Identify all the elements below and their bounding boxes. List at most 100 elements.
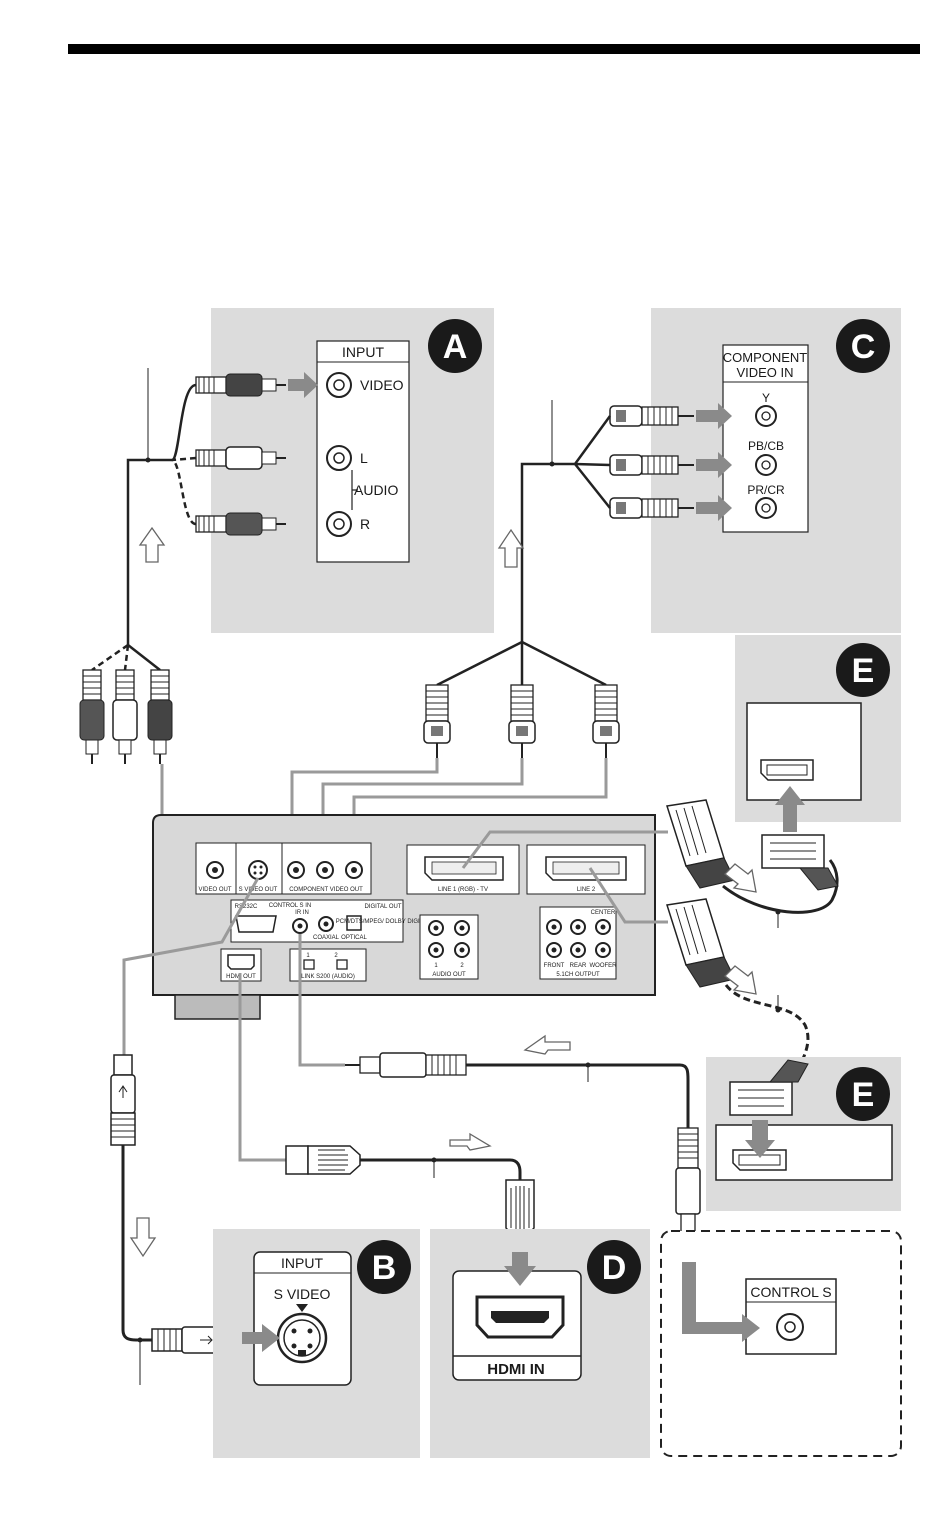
- label-rear: REAR: [570, 963, 587, 969]
- triangle-marker-icon: [296, 1304, 308, 1312]
- label-audio-a: AUDIO: [354, 482, 398, 498]
- panel-c-title-2: VIDEO IN: [736, 365, 793, 380]
- badge-b-letter: B: [372, 1249, 397, 1287]
- label-control-s-in: CONTROL S IN: [269, 903, 311, 909]
- mini-plug-vertical: [675, 1127, 701, 1250]
- hdmi-cable: [360, 1158, 522, 1180]
- scart-cable-e-lower: [724, 984, 810, 1066]
- rs232c-port: [235, 915, 277, 933]
- rca-plug-video-a: [195, 373, 286, 397]
- label-s-link-1: 1: [306, 953, 310, 959]
- component-vertical-plug-1: [423, 684, 451, 758]
- component-vertical-plug-2: [508, 684, 536, 758]
- gray-line-hdmi: [238, 973, 286, 1162]
- scart-plug-e-upper: [761, 834, 839, 891]
- arrow-to-y: [696, 403, 732, 429]
- label-video-a: VIDEO: [360, 377, 404, 393]
- panel-e-upper: E: [735, 635, 901, 832]
- label-pcm-dts: PCM/DTS/MPEG/ DOLBY DIGITAL: [336, 919, 431, 925]
- audio-r-jack-a: [326, 511, 352, 537]
- control-s-in-jack: [292, 918, 308, 934]
- s-link-ports: [303, 959, 348, 970]
- label-component-video-out: COMPONENT VIDEO OUT: [289, 887, 363, 893]
- panel-a: A INPUT VIDEO L R AUDIO: [195, 308, 494, 633]
- arrow-down-d: [504, 1252, 536, 1286]
- outline-arrow-up-a: [138, 526, 166, 563]
- outline-arrow-left: [523, 1034, 571, 1055]
- scart-plug-upper-right: [666, 799, 736, 889]
- label-pb: PB/CB: [748, 439, 784, 453]
- rca-plug-y-c: [609, 405, 694, 427]
- label-ir-in: IR IN: [295, 910, 309, 916]
- hdmi-out-port: [227, 954, 255, 970]
- panel-a-box-title: INPUT: [342, 344, 384, 360]
- panel-c-title-1: COMPONENT: [723, 350, 808, 365]
- pb-jack: [755, 454, 777, 476]
- gray-lines-scart: [461, 830, 668, 924]
- arrow-down-e-lower: [745, 1120, 775, 1158]
- badge-c: C: [836, 319, 890, 373]
- panel-b: B INPUT S VIDEO: [213, 1229, 420, 1458]
- rca-vertical-plug-1: [79, 669, 105, 764]
- label-hdmi-in: HDMI IN: [487, 1361, 545, 1378]
- control-s-panel: CONTROL S: [660, 1230, 902, 1457]
- rca-vertical-plug-3: [147, 669, 173, 764]
- rca-plugs-left-cluster: [79, 669, 173, 764]
- pr-jack: [755, 497, 777, 519]
- hdmi-input-socket: [475, 1295, 565, 1339]
- label-s-link: LINK S200 (AUDIO): [301, 974, 355, 980]
- badge-d: D: [587, 1240, 641, 1294]
- scart-plug-e-lower: [729, 1059, 809, 1116]
- rca-plug-pr-c: [609, 497, 694, 519]
- component-plugs-vertical: [423, 684, 620, 758]
- badge-e-lower-letter: E: [852, 1076, 875, 1114]
- arrow-to-s-video: [242, 1324, 280, 1352]
- scart-socket-e-upper: [760, 759, 814, 781]
- label-center: CENTER: [591, 910, 616, 916]
- gray-line-control-s: [298, 934, 345, 1067]
- panel-c: C COMPONENT VIDEO IN Y PB/CB PR/CR: [609, 308, 901, 633]
- cable-a: [91, 368, 197, 672]
- device-back-panel: VIDEO OUT S VIDEO OUT COMPONENT VIDEO OU…: [152, 814, 656, 1020]
- label-pr: PR/CR: [747, 483, 785, 497]
- video-out-jack: [206, 861, 224, 879]
- badge-d-letter: D: [602, 1249, 627, 1287]
- header-rule: [68, 44, 920, 54]
- outline-arrow-up-c: [497, 528, 525, 568]
- optical-port: [346, 915, 362, 931]
- badge-a: A: [428, 319, 482, 373]
- s-video-input-jack: [276, 1312, 328, 1364]
- label-optical: OPTICAL: [341, 935, 367, 941]
- component-vertical-plug-3: [592, 684, 620, 758]
- arrow-to-video-a: [288, 372, 318, 398]
- panel-b-box-title: INPUT: [281, 1255, 323, 1271]
- badge-e-upper: E: [836, 643, 890, 697]
- badge-a-letter: A: [443, 328, 468, 366]
- label-digital-out: DIGITAL OUT: [364, 904, 401, 910]
- outline-arrow-e-upper: [724, 863, 757, 893]
- coaxial-jack: [318, 916, 334, 932]
- audio-l-jack-a: [326, 445, 352, 471]
- arrow-up-e: [775, 786, 805, 832]
- label-front: FRONT: [544, 963, 565, 969]
- label-audio-out: AUDIO OUT: [432, 972, 466, 978]
- rca-vertical-plug-2: [112, 669, 138, 764]
- device-foot: [174, 994, 261, 1020]
- label-audio-out-1: 1: [434, 963, 438, 969]
- rca-plug-right-a: [195, 512, 286, 536]
- label-line2: LINE 2: [577, 887, 596, 893]
- badge-e-upper-letter: E: [852, 652, 875, 690]
- line2-scart-socket: [545, 856, 627, 881]
- component-pr-jack: [345, 861, 363, 879]
- label-r-a: R: [360, 516, 370, 532]
- s-video-cable: [121, 1145, 152, 1342]
- audio-out-jacks: [428, 920, 470, 958]
- label-control-s: CONTROL S: [750, 1284, 831, 1300]
- scart-plug-lower-right: [666, 898, 736, 988]
- label-s-video-b: S VIDEO: [274, 1286, 331, 1302]
- label-rs232c: RS232C: [235, 904, 258, 910]
- scart-cable-e-upper: [722, 859, 839, 914]
- hdmi-plug-horizontal: [285, 1145, 361, 1175]
